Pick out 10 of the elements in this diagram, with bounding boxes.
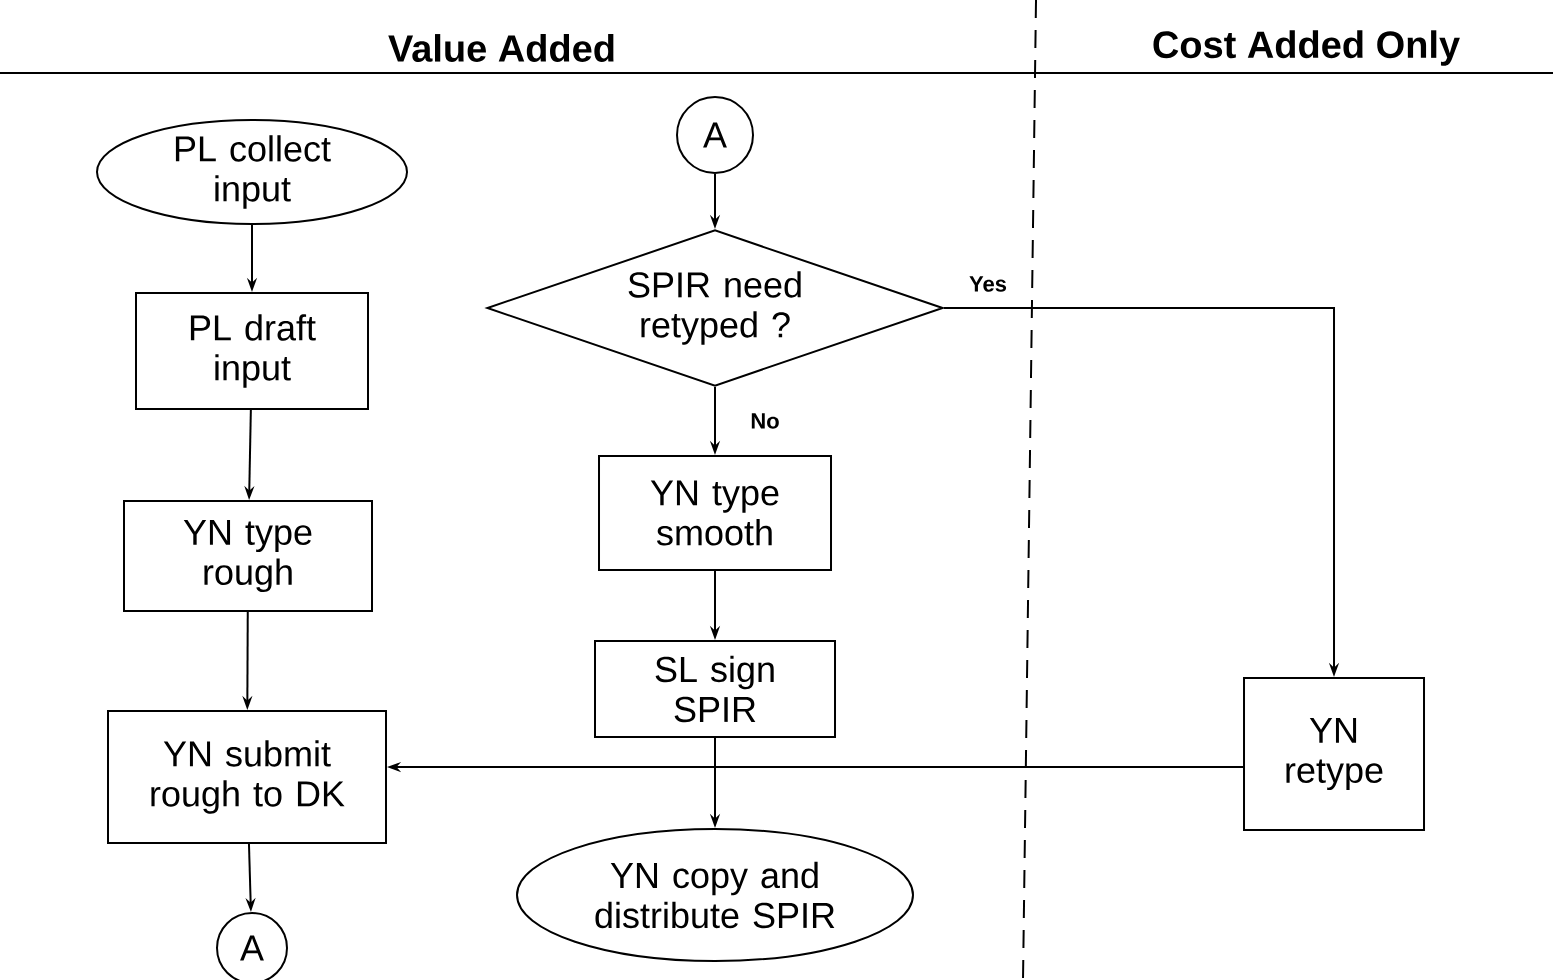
- column-heading: Value Added: [388, 34, 614, 62]
- process-box: YN submit rough to DK: [107, 710, 387, 844]
- column-heading: Cost Added Only: [1153, 30, 1460, 66]
- process-box: YN type rough: [123, 500, 373, 612]
- process-box: PL draft input: [135, 292, 369, 410]
- edge-label: Yes: [967, 274, 1009, 294]
- edge-label: No: [748, 411, 782, 431]
- process-box: SL sign SPIR: [594, 640, 836, 738]
- process-box: YN type smooth: [598, 455, 832, 571]
- process-box: YN retype: [1243, 677, 1425, 831]
